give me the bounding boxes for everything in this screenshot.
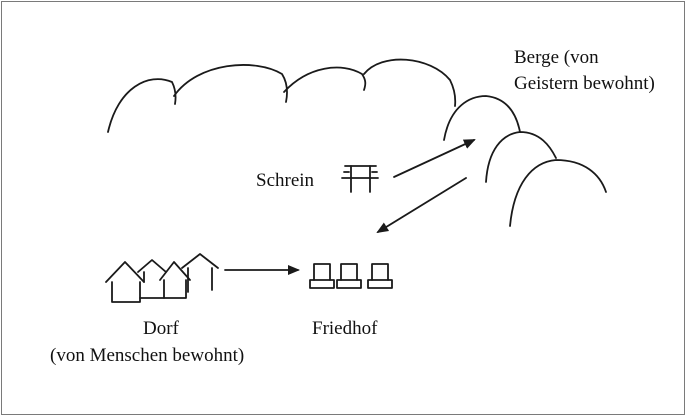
gravestones-icon [309, 263, 393, 289]
shrine-label: Schrein [256, 170, 315, 191]
arrow-mountains-to-cemetery [376, 177, 467, 234]
mountains-label-line1: Berge (von [514, 47, 599, 68]
mountains-label-line2: Geistern bewohnt) [514, 73, 655, 94]
torii-icon [341, 165, 379, 193]
arrow-shrine-to-mountains [393, 139, 476, 178]
village-label: Dorf [143, 318, 179, 339]
houses-icon [105, 253, 219, 303]
mountains-icon [107, 58, 607, 227]
cemetery-label: Friedhof [312, 318, 378, 339]
village-sublabel: (von Menschen bewohnt) [50, 345, 245, 366]
